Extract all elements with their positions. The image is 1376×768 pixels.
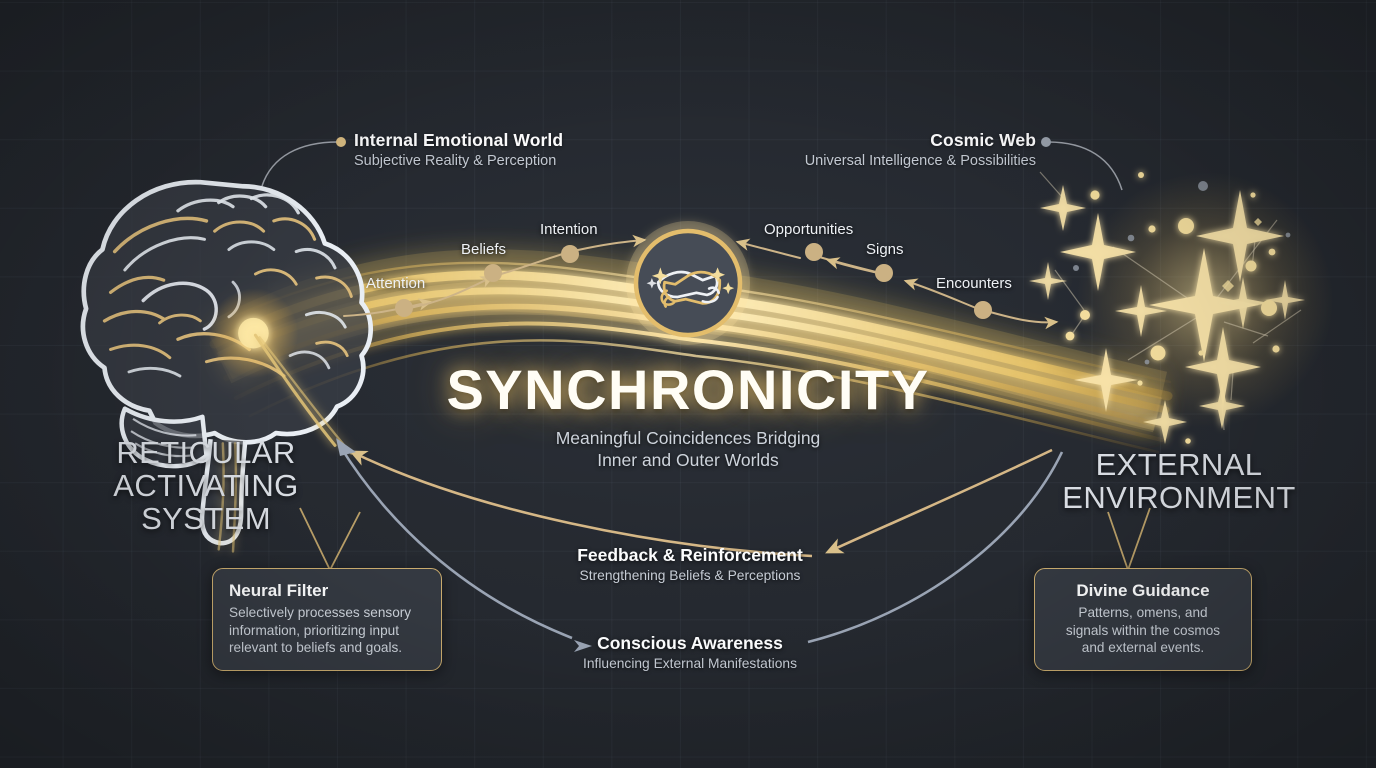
feedback-sub: Strengthening Beliefs & Perceptions (579, 568, 801, 583)
internal-emotional-world-label: Internal Emotional World Subjective Real… (354, 130, 614, 172)
flow-label-signs: Signs (866, 241, 904, 258)
callout-divine-guidance[interactable]: Divine Guidance Patterns, omens, and sig… (1034, 568, 1252, 671)
internal-emotional-world-heading: Internal Emotional World (354, 130, 564, 150)
internal-emotional-world-sub: Subjective Reality & Perception (354, 153, 557, 169)
callout-neural-filter[interactable]: Neural Filter Selectively processes sens… (212, 568, 442, 671)
flow-label-attention: Attention (366, 275, 426, 292)
page-title: SYNCHRONICITY (446, 358, 930, 421)
callout-divine-guidance-title: Divine Guidance (1076, 581, 1210, 600)
awareness-sub: Influencing External Manifestations (583, 656, 797, 671)
cosmic-web-sub: Universal Intelligence & Possibilities (804, 153, 1036, 169)
callout-divine-guidance-body: Patterns, omens, and signals within the … (1065, 605, 1221, 655)
reticular-activating-system-caption: RETICULAR ACTIVATING SYSTEM (113, 435, 299, 536)
awareness-heading: Conscious Awareness (597, 633, 783, 653)
feedback-reinforcement-block: Feedback & Reinforcement Strengthening B… (490, 545, 890, 583)
cosmic-web-heading: Cosmic Web (930, 130, 1036, 150)
flow-label-intention: Intention (540, 221, 598, 238)
flow-label-beliefs: Beliefs (461, 241, 507, 258)
cosmic-web-label: Cosmic Web Universal Intelligence & Poss… (766, 130, 1036, 172)
conscious-awareness-block: Conscious Awareness Influencing External… (490, 633, 890, 671)
feedback-heading: Feedback & Reinforcement (577, 545, 803, 565)
callout-neural-filter-title: Neural Filter (229, 581, 329, 600)
external-environment-caption: EXTERNAL ENVIRONMENT (1062, 447, 1296, 515)
page-subtitle: Meaningful Coincidences Bridging Inner a… (555, 428, 821, 470)
flow-label-opportunities: Opportunities (764, 221, 854, 238)
flow-label-encounters: Encounters (936, 275, 1012, 292)
callout-neural-filter-body: Selectively processes sensory informatio… (229, 605, 412, 655)
